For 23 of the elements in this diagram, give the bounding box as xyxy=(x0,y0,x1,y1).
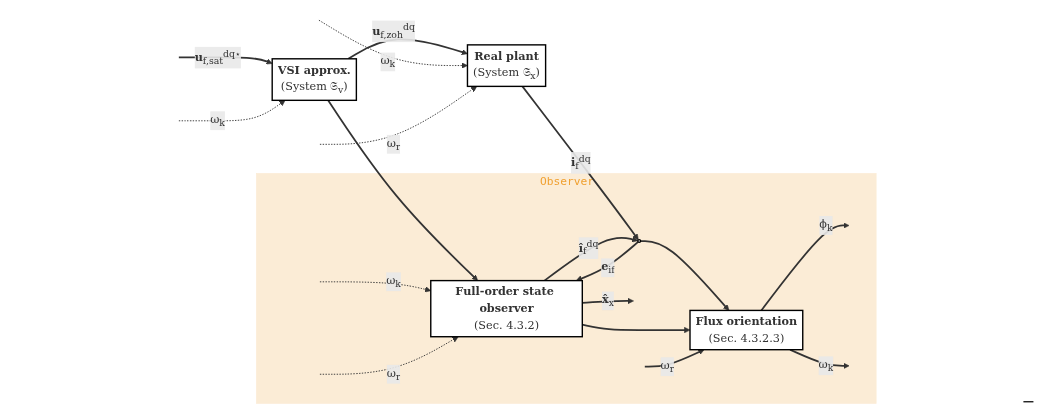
arrow xyxy=(326,98,478,281)
arrow xyxy=(521,85,639,240)
arrow xyxy=(760,221,850,311)
node-box: Real plant (System 𝔖$_{x}$) xyxy=(466,43,546,87)
node-circle xyxy=(636,238,641,243)
edge-label: ω$_{r}$ xyxy=(386,365,400,382)
edge-label: x̂$_{x}$ xyxy=(601,292,614,308)
node-box: VSI approx. (System 𝔖$_{v}$) xyxy=(271,57,357,101)
edge-label: ω$_{k}$ xyxy=(209,112,225,128)
note-text: − xyxy=(1021,392,1035,411)
edge-label: ω$_{r}$ xyxy=(660,358,674,374)
arrow xyxy=(581,323,690,333)
node-box: Flux orientation (Sec. 4.3.2.3) xyxy=(688,309,804,350)
edge-label: ω$_{k}$ xyxy=(380,53,395,69)
edge-label: ϕ$_{k}$ xyxy=(818,216,833,233)
arrow xyxy=(639,239,729,311)
edge-label: ω$_{r}$ xyxy=(386,135,400,152)
arrow xyxy=(788,348,850,369)
node-box: Full-order state observer (Sec. 4.3.2) xyxy=(429,279,583,337)
arrow xyxy=(575,240,639,281)
edge-label: ω$_{k}$ xyxy=(385,273,401,289)
edge-label: ω$_{k}$ xyxy=(818,357,833,373)
arrow xyxy=(543,235,638,281)
